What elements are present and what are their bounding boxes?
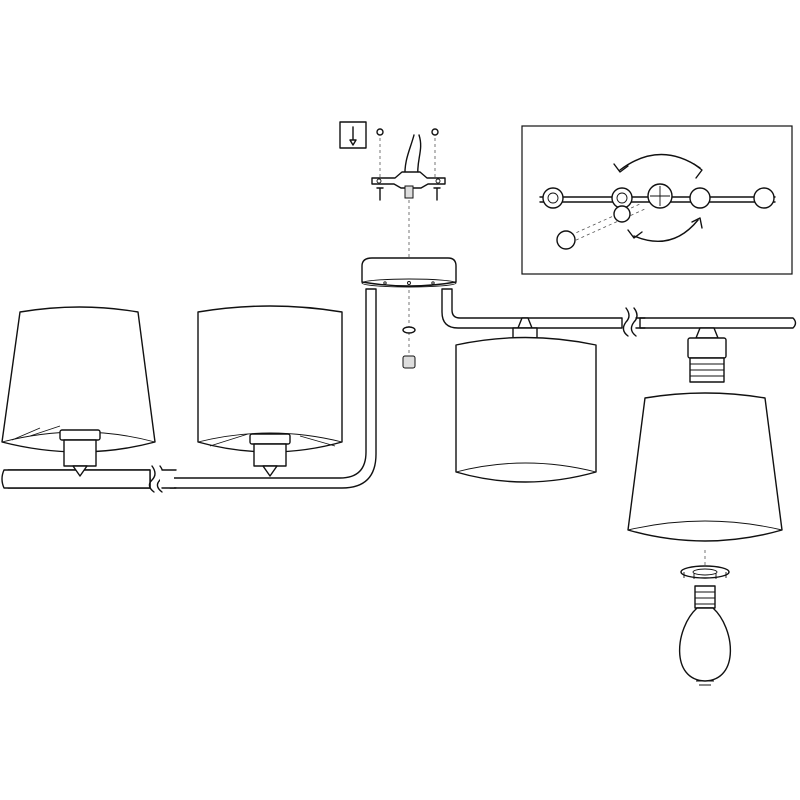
lamp-shade — [455, 336, 597, 483]
lamp-holder — [687, 327, 727, 383]
lamp-holder — [59, 429, 101, 477]
inset-ring — [647, 183, 673, 209]
lamp-holder — [249, 433, 291, 477]
ceiling-canopy — [361, 257, 457, 288]
light-bulb — [678, 585, 732, 686]
lamp-arm — [1, 288, 377, 493]
inset-ring — [542, 187, 564, 209]
drill-icon — [339, 121, 384, 149]
lamp-holder — [512, 317, 538, 339]
inset-rotating-ring — [556, 205, 631, 250]
lamp-shade — [1, 306, 156, 453]
inset-rotation-detail — [521, 125, 793, 275]
ceiling-bracket — [371, 171, 446, 199]
lamp-shade — [627, 392, 783, 542]
lamp-arm — [441, 288, 797, 337]
fixing-screws — [376, 187, 441, 201]
inset-ring — [611, 187, 633, 209]
inset-ring — [753, 187, 775, 209]
canopy-fixing-nut — [402, 290, 416, 369]
wall-plugs — [379, 128, 439, 180]
rotation-arrow-icon — [619, 153, 701, 171]
lamp-shade — [197, 305, 343, 453]
rotation-arrow-icon — [633, 219, 699, 243]
shade-ring — [680, 550, 730, 579]
inset-ring — [689, 187, 711, 209]
